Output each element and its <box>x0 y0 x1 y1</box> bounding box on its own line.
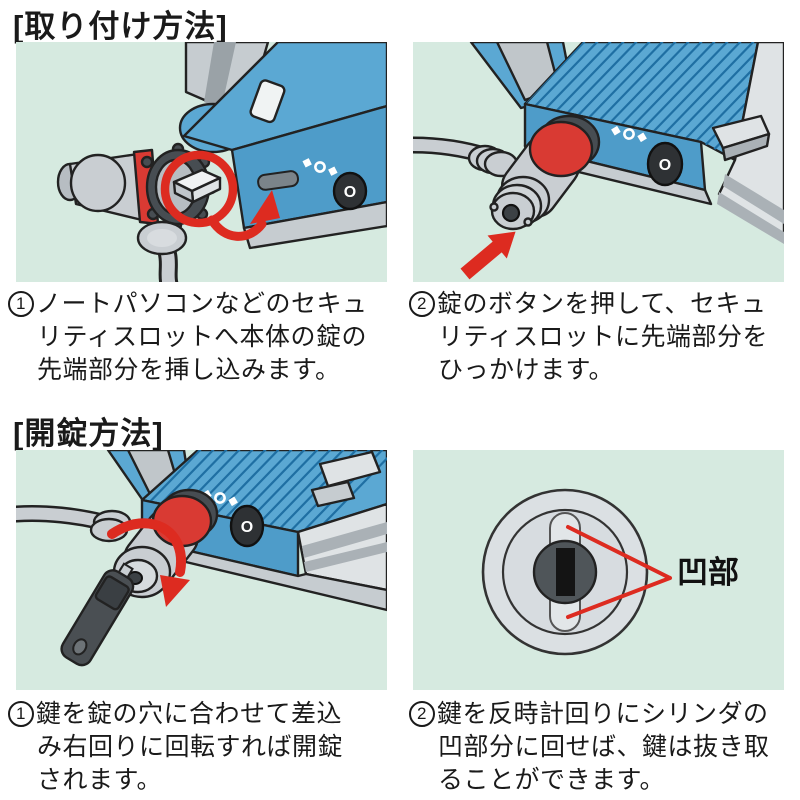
security-slot <box>257 170 300 191</box>
lock-red-ring <box>151 494 213 548</box>
insert-arrow-icon <box>207 190 280 241</box>
illustration-insert-lock: O <box>56 42 387 282</box>
swivel-inner <box>147 229 177 247</box>
tip-tab <box>489 202 499 212</box>
lock-button <box>501 203 521 223</box>
security-slot-icon <box>611 125 647 143</box>
cylinder-face <box>481 488 649 656</box>
panel-install-step1: O <box>16 42 387 282</box>
caption-text: ることができます。 <box>438 766 666 794</box>
step-number: 1 <box>8 701 34 727</box>
laptop: O <box>178 42 387 250</box>
panel-unlock-step1: O <box>16 450 387 690</box>
illustration-turn-key: O <box>16 450 387 667</box>
caption-text: ノートパソコンなどのセキュ <box>36 290 368 318</box>
t-bar-tip <box>172 168 222 204</box>
install-section-heading: [取り付け方法] <box>13 9 228 44</box>
highlight-circle-icon <box>160 150 238 228</box>
caption-text: されます。 <box>37 766 163 794</box>
step-number: 1 <box>8 291 34 317</box>
side-band <box>723 174 784 224</box>
power-port <box>646 141 684 187</box>
power-port <box>332 171 368 211</box>
security-slot-icon <box>302 158 338 176</box>
key-handle <box>60 569 135 667</box>
lock-red-ring <box>528 120 594 178</box>
unlock-section-heading: [開錠方法] <box>13 416 164 451</box>
deck-latch <box>249 79 286 124</box>
concave-label: 凹部 <box>677 555 739 590</box>
power-port-letter: O <box>241 519 253 536</box>
power-port-letter: O <box>659 157 671 174</box>
keyhole <box>556 548 575 596</box>
caption-text: 鍵を反時計回りにシリンダの <box>437 700 769 728</box>
screen-stripe <box>204 42 236 110</box>
lock-bulge <box>69 153 127 213</box>
caption-text: み右回りに回転すれば開錠 <box>37 733 344 761</box>
laptop-side <box>296 502 387 592</box>
laptop: O <box>106 450 387 612</box>
press-arrow-icon <box>460 231 516 280</box>
caption-text: 先端部分を挿し込みます。 <box>37 356 341 384</box>
deck-slab <box>310 480 356 508</box>
deck-slab <box>318 450 382 488</box>
caption-text: ひっかけます。 <box>438 356 615 384</box>
laptop-base <box>242 200 387 250</box>
security-lock <box>56 142 222 282</box>
caption-text: 錠のボタンを押して、セキュ <box>437 290 767 318</box>
panel-install-step2: O <box>413 42 784 282</box>
step-number: 2 <box>409 701 435 727</box>
panel-unlock-step2: 凹部 <box>413 450 784 690</box>
illustration-cylinder-face: 凹部 <box>481 488 739 656</box>
caption-text: リティスロットに先端部分を <box>438 323 769 351</box>
key-hole <box>72 638 88 656</box>
side-band <box>304 542 387 572</box>
concave-pointer-lines <box>566 525 672 619</box>
side-band <box>717 192 784 244</box>
power-port-letter: O <box>344 184 356 201</box>
security-lock <box>413 114 601 231</box>
caption-text: リティスロットへ本体の錠の <box>37 323 368 351</box>
laptop-deck <box>182 42 387 152</box>
caption-text: 鍵を錠の穴に合わせて差込 <box>36 700 343 728</box>
key-neck <box>94 575 130 611</box>
key <box>60 562 135 667</box>
rotate-arrow-icon <box>107 518 190 607</box>
step-number: 2 <box>409 291 435 317</box>
side-slab-edge <box>721 132 771 162</box>
laptop: O <box>469 42 784 244</box>
side-band <box>302 522 387 558</box>
tip-tab <box>523 217 533 227</box>
illustration-push-button: O <box>413 42 784 280</box>
power-port <box>229 504 265 548</box>
caption-text: 凹部分に回せば、鍵は抜き取 <box>438 733 770 761</box>
